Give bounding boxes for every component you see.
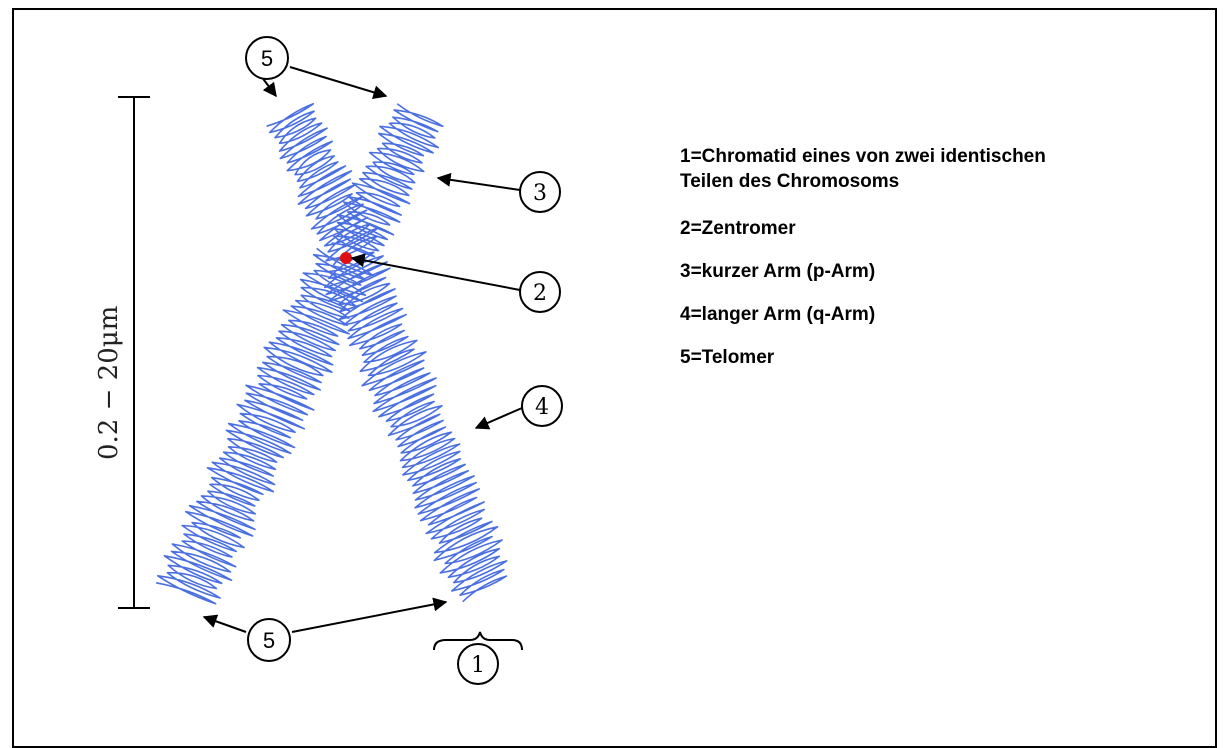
- centromere-dot: [340, 252, 352, 264]
- legend-item-chromatid: 1=Chromatid eines von zwei identischen T…: [680, 144, 1080, 194]
- chromosome-coils: [156, 104, 507, 604]
- svg-text:2: 2: [533, 281, 547, 306]
- legend-item-telomer: 5=Telomer: [680, 345, 1080, 370]
- arrow-short-arm: [438, 178, 520, 190]
- legend: 1=Chromatid eines von zwei identischen T…: [680, 144, 1080, 388]
- callout-1: 1: [458, 644, 498, 684]
- svg-text:3: 3: [533, 181, 547, 206]
- arrow-long-arm: [476, 408, 522, 428]
- svg-text:5: 5: [263, 628, 275, 653]
- svg-text:4: 4: [535, 395, 549, 420]
- legend-item-long-arm: 4=langer Arm (q-Arm): [680, 302, 1080, 327]
- arrow-telomer-top-right: [290, 67, 386, 96]
- callout-2: 2: [520, 272, 560, 312]
- arrow-centromere: [352, 258, 520, 290]
- callout-3: 3: [520, 172, 560, 212]
- arrow-telomer-bottom-left: [204, 617, 246, 632]
- legend-item-centromere: 2=Zentromer: [680, 216, 1080, 241]
- callout-4: 4: [522, 386, 562, 426]
- legend-item-short-arm: 3=kurzer Arm (p-Arm): [680, 259, 1080, 284]
- callout-arrows: [204, 67, 522, 632]
- svg-text:5: 5: [261, 46, 273, 71]
- callout-5-bottom: 5: [248, 619, 290, 661]
- arrow-telomer-bottom-right: [292, 602, 446, 632]
- svg-text:1: 1: [471, 653, 485, 678]
- scale-label: 0.2 − 20μm: [94, 306, 124, 460]
- callout-5-top: 5: [246, 37, 288, 79]
